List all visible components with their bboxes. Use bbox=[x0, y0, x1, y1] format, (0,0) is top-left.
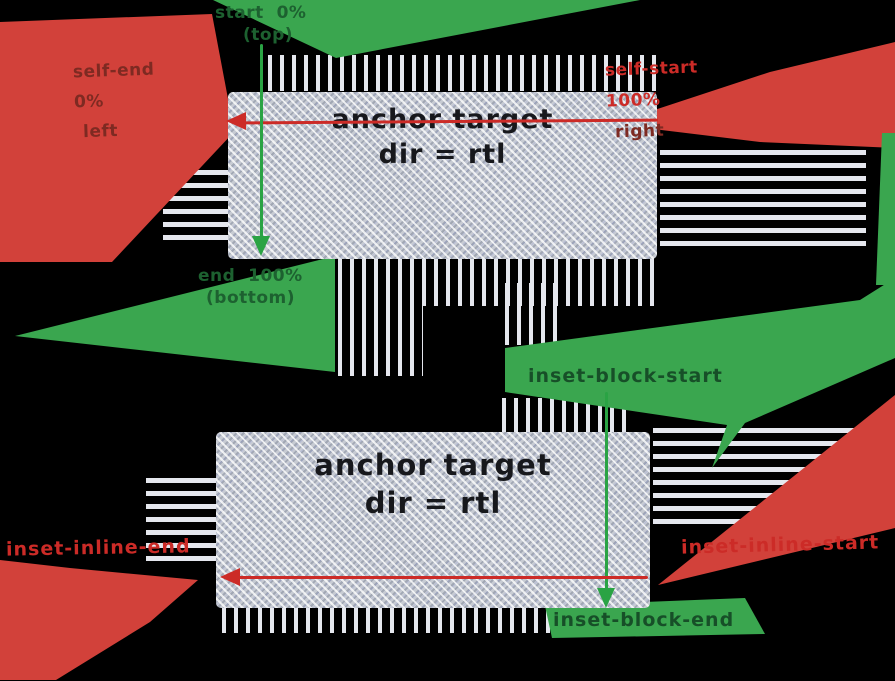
fig1-hatch-above-box bbox=[268, 55, 656, 91]
fig1-self-start-label-line3: right bbox=[614, 120, 665, 143]
fig1-block-start-label-line2: (top) bbox=[243, 25, 294, 45]
fig2-inline-axis-arrowhead-icon bbox=[220, 568, 240, 586]
fig1-block-start-label-line1: start 0% bbox=[215, 3, 307, 23]
fig1-self-start-label-line1: self-start bbox=[604, 57, 699, 81]
fig2-big-red-arrow-left-icon bbox=[0, 560, 198, 680]
fig2-block-axis-arrowhead-icon bbox=[597, 588, 615, 608]
fig1-self-end-label-line1: self-end bbox=[72, 59, 155, 83]
fig2-block-axis-arrow-line bbox=[605, 392, 608, 592]
fig1-block-end-label-line2: (bottom) bbox=[206, 288, 296, 308]
fig1-self-start-label: self-start 100% right bbox=[604, 52, 700, 148]
fig1-block-axis-arrowhead-icon bbox=[252, 236, 270, 256]
fig1-block-axis-arrow-line bbox=[260, 44, 263, 240]
fig1-hatch-below-box-tall bbox=[338, 258, 423, 376]
fig1-block-end-label: end 100% (bottom) bbox=[198, 265, 303, 309]
fig2-inset-inline-end-label: inset-inline-end bbox=[5, 535, 191, 561]
fig2-inset-block-end-label: inset-block-end bbox=[553, 609, 735, 631]
fig2-anchor-box-dir: dir = rtl bbox=[364, 486, 502, 520]
fig1-self-start-label-line2: 100% bbox=[605, 89, 661, 112]
fig1-self-end-label-line3: left bbox=[82, 120, 119, 143]
fig2-hatch-upper bbox=[505, 283, 560, 345]
fig2-green-edge-strip-icon bbox=[876, 133, 895, 285]
fig1-block-end-label-line1: end 100% bbox=[198, 266, 303, 286]
fig1-block-start-label: start 0% (top) bbox=[215, 2, 306, 46]
fig1-hatch-right-of-box bbox=[660, 150, 866, 246]
fig2-inline-axis-arrow-line bbox=[238, 576, 648, 579]
fig2-anchor-box: anchor target dir = rtl bbox=[216, 432, 650, 608]
fig1-anchor-box: anchor target dir = rtl bbox=[228, 92, 657, 259]
fig2-inset-block-start-label: inset-block-start bbox=[528, 365, 723, 387]
fig2-hatch-left-of-box bbox=[146, 478, 216, 568]
fig1-self-end-label-line2: 0% bbox=[73, 91, 105, 113]
fig1-inline-axis-arrowhead-icon bbox=[226, 112, 246, 130]
fig2-anchor-box-title: anchor target bbox=[314, 448, 552, 482]
fig1-self-end-label: self-end 0% left bbox=[72, 55, 157, 148]
fig2-inset-inline-start-label: inset-inline-start bbox=[680, 531, 880, 559]
fig1-anchor-box-dir: dir = rtl bbox=[378, 139, 507, 170]
